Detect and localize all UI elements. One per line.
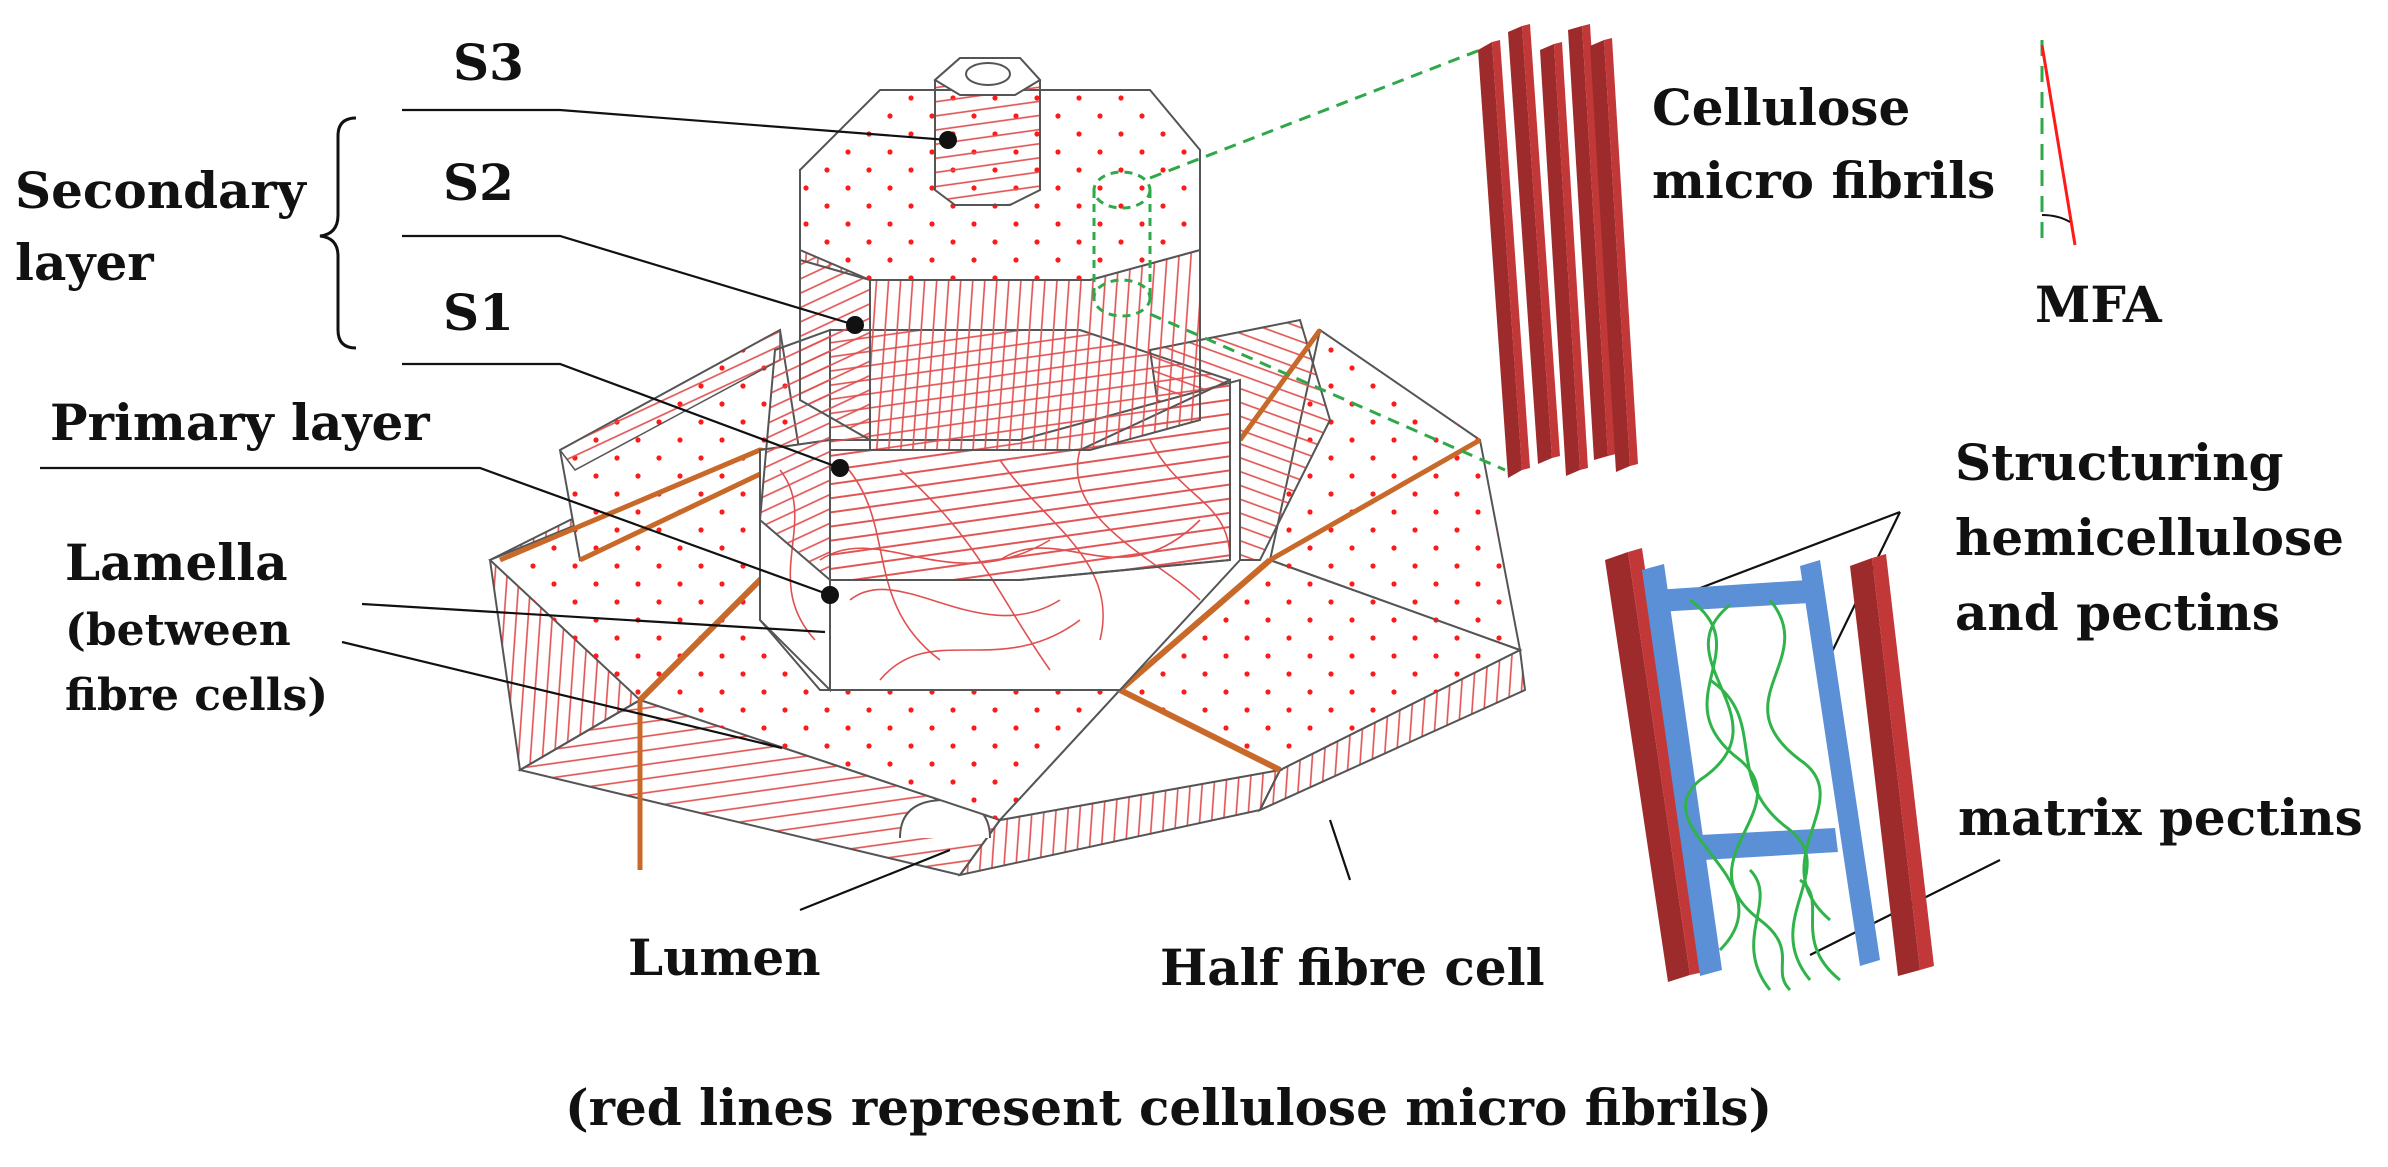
label-structuring-line3: and pectins <box>1955 583 2280 642</box>
label-mfa: MFA <box>2035 275 2163 334</box>
label-lamella-line3: fibre cells) <box>65 670 328 721</box>
label-secondary-line1: Secondary <box>15 161 308 220</box>
s3-column <box>933 57 1042 206</box>
label-lamella-line2: (between <box>65 605 291 656</box>
label-structuring-line1: Structuring <box>1955 433 2283 492</box>
label-primary-layer: Primary layer <box>50 393 430 452</box>
label-cellulose-line1: Cellulose <box>1652 78 1910 137</box>
mfa-angle-glyph <box>2040 40 2077 246</box>
zoom-cylinder <box>1092 48 1506 472</box>
caption: (red lines represent cellulose micro fib… <box>565 1078 1772 1137</box>
label-s1: S1 <box>443 283 514 342</box>
label-lamella-line1: Lamella <box>65 533 288 592</box>
label-s2: S2 <box>443 153 514 212</box>
hemicellulose-pectin-detail <box>1605 548 1934 992</box>
secondary-layer-brace <box>319 116 357 350</box>
label-cellulose-line2: micro fibrils <box>1652 151 1995 210</box>
cellulose-fibril-bundle <box>1478 24 1638 478</box>
label-matrix-pectins: matrix pectins <box>1958 788 2363 847</box>
label-structuring-line2: hemicellulose <box>1955 508 2344 567</box>
leader-lines <box>40 108 2001 956</box>
label-lumen: Lumen <box>628 928 821 987</box>
label-s3: S3 <box>453 33 524 92</box>
labels: S3 S2 S1 Secondary layer Primary layer L… <box>15 33 2363 1137</box>
label-half-fibre-cell: Half fibre cell <box>1160 938 1545 997</box>
fibre-cell-model <box>488 48 1527 877</box>
label-secondary-line2: layer <box>15 233 154 292</box>
